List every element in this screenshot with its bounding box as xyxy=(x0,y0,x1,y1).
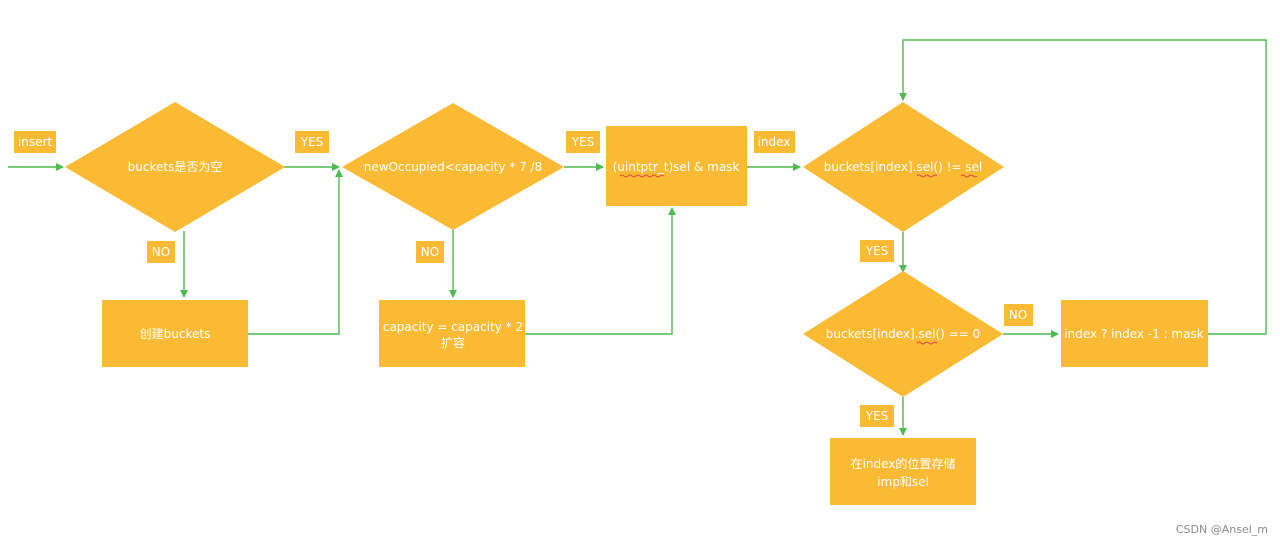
process-create-buckets: 创建buckets xyxy=(102,300,248,367)
tag-yes-2: YES xyxy=(566,131,600,153)
no-label: NO xyxy=(421,245,439,259)
check-sel-zero-label: buckets[index].sel() == 0 xyxy=(826,327,980,341)
decision-check-sel-zero: buckets[index].sel() == 0 xyxy=(803,271,1003,397)
no-label: NO xyxy=(152,245,170,259)
watermark: CSDN @Ansel_m xyxy=(1175,523,1268,536)
create-buckets-label: 创建buckets xyxy=(140,327,211,341)
tag-no-3: NO xyxy=(1004,304,1033,326)
spellcheck-underline xyxy=(916,341,938,345)
spellcheck-underline xyxy=(619,174,665,178)
tag-insert: insert xyxy=(14,131,56,153)
yes-label: YES xyxy=(865,409,889,423)
edge-loop-back xyxy=(899,39,1267,335)
yes-label: YES xyxy=(865,244,889,258)
process-next-index: index ? index -1 : mask xyxy=(1061,300,1208,367)
next-index-label: index ? index -1 : mask xyxy=(1064,327,1203,341)
no-label: NO xyxy=(1009,308,1027,322)
yes-label: YES xyxy=(300,135,324,149)
connectors xyxy=(8,39,1267,436)
index-label: index xyxy=(758,135,791,149)
expand-label-line2: 扩容 xyxy=(441,335,465,350)
tag-index: index xyxy=(754,131,795,153)
spellcheck-underline xyxy=(960,174,978,178)
decision-check-sel-neq: buckets[index].sel() != sel xyxy=(803,102,1004,232)
decision-check-empty: buckets是否为空 xyxy=(65,102,285,232)
hash-calc-label: (uintptr_t)sel & mask xyxy=(613,160,740,174)
store-label-line2: imp和sel xyxy=(877,475,929,489)
edge-create-to-check-capacity xyxy=(247,169,343,335)
check-capacity-label: newOccupied<capacity * 7 /8 xyxy=(364,160,542,174)
store-label-line1: 在index的位置存储 xyxy=(851,456,956,471)
tag-yes-3: YES xyxy=(860,240,894,262)
insert-label: insert xyxy=(18,135,53,149)
tag-yes-4: YES xyxy=(860,405,894,427)
tag-yes-1: YES xyxy=(295,131,329,153)
process-store: 在index的位置存储 imp和sel xyxy=(830,438,976,505)
yes-label: YES xyxy=(571,135,595,149)
check-empty-label: buckets是否为空 xyxy=(128,160,223,174)
tag-no-1: NO xyxy=(147,241,175,263)
decision-check-capacity: newOccupied<capacity * 7 /8 xyxy=(342,103,564,230)
check-sel-neq-label: buckets[index].sel() != sel xyxy=(824,160,982,174)
process-expand: capacity = capacity * 2 扩容 xyxy=(379,300,525,367)
spellcheck-underline xyxy=(916,174,938,178)
tag-no-2: NO xyxy=(416,241,444,263)
edge-expand-to-hash xyxy=(525,207,676,335)
process-hash-calc: (uintptr_t)sel & mask xyxy=(606,126,747,206)
expand-label-line1: capacity = capacity * 2 xyxy=(383,320,523,334)
